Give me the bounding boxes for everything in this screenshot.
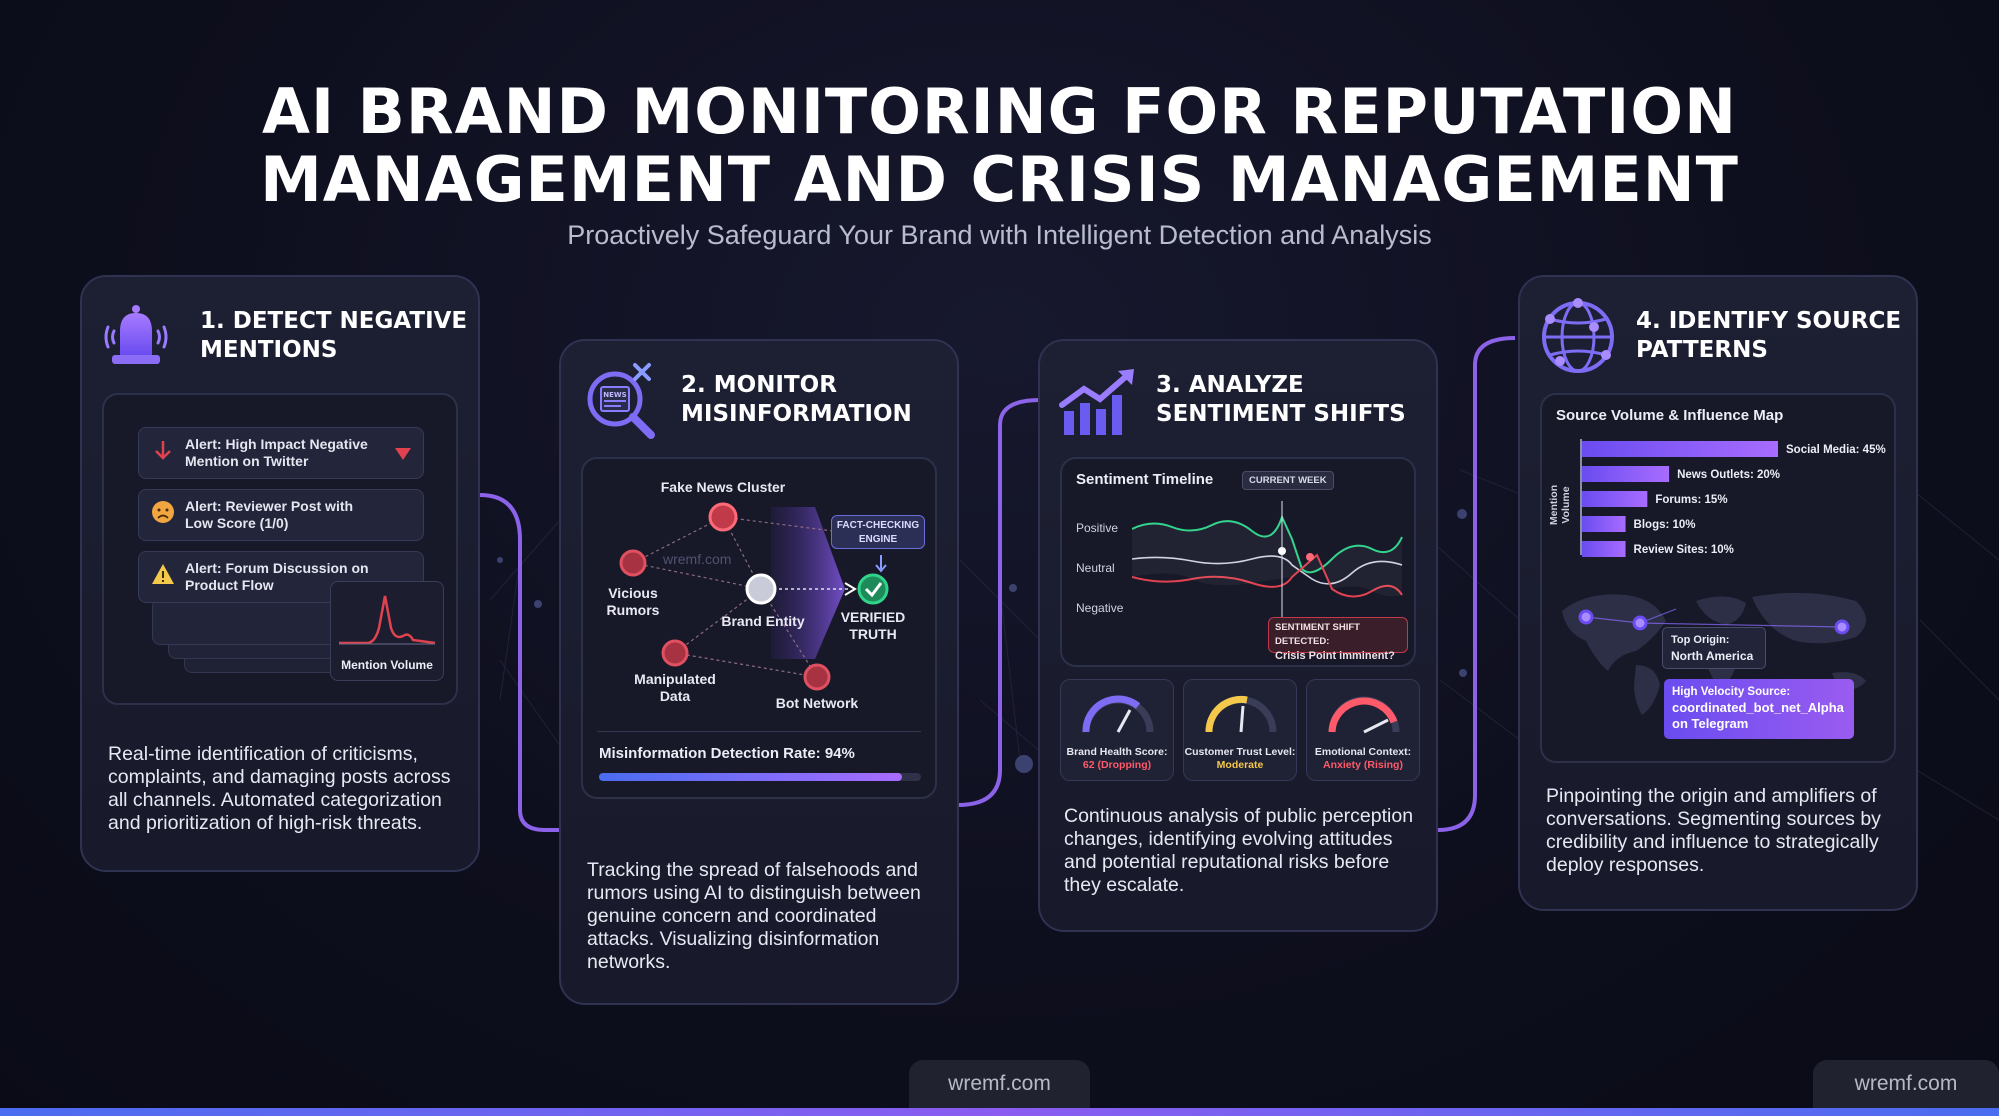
y-axis-line xyxy=(1580,439,1582,555)
arrow-down-icon xyxy=(155,441,171,460)
y-axis-label: Mention Volume xyxy=(1548,484,1572,526)
gauge-arc xyxy=(1082,695,1141,733)
fake-news-label: Fake News Cluster xyxy=(660,479,786,495)
gauge-value: Anxiety (Rising) xyxy=(1323,759,1403,771)
level-neutral: Neutral xyxy=(1076,561,1115,575)
gauge-emotional-context[interactable]: Emotional Context: Anxiety (Rising) xyxy=(1306,679,1420,781)
source-map-panel: Source Volume & Influence Map Mention Vo… xyxy=(1540,393,1896,763)
bar-label: Social Media: 45% xyxy=(1786,444,1886,456)
gauge-brand-health[interactable]: Brand Health Score: 62 (Dropping) xyxy=(1060,679,1174,781)
current-week-badge: CURRENT WEEK xyxy=(1242,471,1334,490)
news-search-icon: NEWS xyxy=(587,363,655,439)
card-identify-source-patterns: 4. IDENTIFY SOURCE PATTERNS Source Volum… xyxy=(1518,275,1918,911)
brand-entity-node[interactable] xyxy=(745,573,777,605)
check-icon xyxy=(864,582,883,598)
footer-watermark-right[interactable]: wremf.com xyxy=(1813,1060,1999,1116)
warning-icon xyxy=(152,564,174,584)
globe-network-icon xyxy=(1542,298,1614,373)
page-subtitle: Proactively Safeguard Your Brand with In… xyxy=(567,220,1432,250)
sentiment-timeline-chart xyxy=(1132,501,1403,617)
gauge-value: 62 (Dropping) xyxy=(1082,759,1152,771)
high-velocity-source-tooltip[interactable]: High Velocity Source:coordinated_bot_net… xyxy=(1664,679,1854,739)
bar-review-sites[interactable] xyxy=(1582,541,1626,557)
card3-description: Continuous analysis of public perception… xyxy=(1064,805,1414,896)
bar-label: Review Sites: 10% xyxy=(1634,544,1734,556)
trending-chart-icon xyxy=(1059,369,1134,435)
bot-network-node[interactable] xyxy=(803,663,831,691)
sentiment-timeline-title: Sentiment Timeline xyxy=(1076,471,1214,488)
title-line-2: MANAGEMENT AND CRISIS MANAGEMENT xyxy=(260,143,1739,216)
detection-rate-track xyxy=(599,773,921,781)
gauge-dial-icon xyxy=(1205,695,1277,733)
title-line-1: AI BRAND MONITORING FOR REPUTATION xyxy=(262,75,1737,148)
gauge-value: Moderate xyxy=(1216,759,1264,771)
card4-description: Pinpointing the origin and amplifiers of… xyxy=(1546,785,1881,876)
rumor-nodes xyxy=(619,502,831,691)
bar-news-outlets[interactable] xyxy=(1582,466,1670,482)
bar-label: News Outlets: 20% xyxy=(1677,469,1780,481)
verified-truth-node[interactable] xyxy=(857,573,889,605)
gauge-label: Emotional Context: xyxy=(1314,746,1412,758)
brand-entity-label: Brand Entity xyxy=(721,613,805,629)
spike-chart-icon xyxy=(339,595,436,645)
card1-description: Real-time identification of criticisms,c… xyxy=(108,743,451,834)
card1-title: 1. DETECT NEGATIVE MENTIONS xyxy=(200,308,468,363)
sentiment-timeline-panel: Sentiment Timeline CURRENT WEEK Positive… xyxy=(1060,457,1416,667)
source-bar-chart: Social Media: 45% News Outlets: 20% Forums… xyxy=(1582,441,1886,557)
sad-face-icon xyxy=(152,501,174,523)
bottom-accent-line xyxy=(0,1108,1999,1116)
source-map-title: Source Volume & Influence Map xyxy=(1556,407,1784,424)
news-icon-text: NEWS xyxy=(603,391,626,399)
fact-check-funnel xyxy=(771,507,845,659)
card4-title: 4. IDENTIFY SOURCE PATTERNS xyxy=(1636,308,1902,363)
bar-label: Forums: 15% xyxy=(1655,494,1727,506)
engine-arrow-icon xyxy=(875,555,887,573)
gauge-dial-icon xyxy=(1328,696,1400,734)
gauge-customer-trust[interactable]: Customer Trust Level: Moderate xyxy=(1183,679,1297,781)
gauge-label: Brand Health Score: xyxy=(1066,746,1168,758)
watermark: wremf.com xyxy=(663,551,732,567)
dropdown-triangle-icon xyxy=(395,448,411,460)
bar-forums[interactable] xyxy=(1582,491,1648,507)
alarm-bell-icon xyxy=(104,305,168,364)
card-detect-negative-mentions: 1. DETECT NEGATIVE MENTIONS Alert: High … xyxy=(80,275,480,872)
top-origin-tooltip[interactable]: Top Origin:North America xyxy=(1662,627,1766,669)
level-positive: Positive xyxy=(1076,521,1119,535)
footer-watermark-left[interactable]: wremf.com xyxy=(909,1060,1090,1116)
card-monitor-misinformation: NEWS 2. MONITOR MISINFORMATION xyxy=(559,339,959,1005)
bot-network-label: Bot Network xyxy=(775,695,859,711)
card-analyze-sentiment-shifts: 3. ANALYZE SENTIMENT SHIFTS Sentiment Ti… xyxy=(1038,339,1438,932)
sentiment-shift-alert[interactable]: SENTIMENT SHIFT DETECTED:Crisis Point im… xyxy=(1268,617,1408,662)
bar-blogs[interactable] xyxy=(1582,516,1626,532)
fake-news-node[interactable] xyxy=(708,502,738,532)
bar-social-media[interactable] xyxy=(1582,441,1778,457)
gauge-label: Customer Trust Level: xyxy=(1184,746,1296,758)
gauge-dial-icon xyxy=(1082,695,1154,733)
bar-label: Blogs: 10% xyxy=(1634,519,1696,531)
page-title: AI BRAND MONITORING FOR REPUTATION MANAG… xyxy=(0,78,1999,214)
divider xyxy=(597,731,921,732)
detection-rate-label: Misinformation Detection Rate: 94% xyxy=(599,745,855,762)
mention-volume-label: Mention Volume xyxy=(341,658,433,672)
mention-volume-widget[interactable]: Mention Volume xyxy=(330,581,444,681)
vicious-rumors-node[interactable] xyxy=(619,549,647,577)
network-graph xyxy=(619,502,889,691)
card2-title: 2. MONITOR MISINFORMATION xyxy=(681,372,912,427)
detection-rate-fill xyxy=(599,773,902,781)
card3-title: 3. ANALYZE SENTIMENT SHIFTS xyxy=(1156,372,1406,427)
level-negative: Negative xyxy=(1076,601,1124,615)
manipulated-data-node[interactable] xyxy=(661,639,689,667)
